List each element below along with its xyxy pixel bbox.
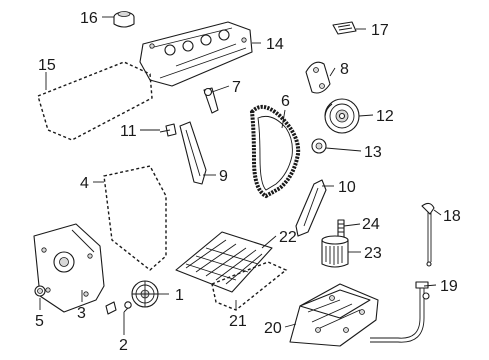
timing-cover <box>33 223 105 313</box>
crank-seal <box>34 285 46 297</box>
callout-24: 24 <box>362 216 380 233</box>
crankshaft-pulley <box>131 280 159 308</box>
callout-3: 3 <box>77 305 86 322</box>
callout-10: 10 <box>338 179 356 196</box>
callout-2: 2 <box>119 337 128 354</box>
callout-11: 11 <box>120 123 137 140</box>
pulley-bolt <box>105 301 132 315</box>
oil-pan <box>289 283 379 347</box>
callout-5: 5 <box>35 313 44 330</box>
callout-14: 14 <box>266 36 284 53</box>
oil-filler-cap <box>113 11 135 28</box>
chain-tensioner <box>203 87 219 114</box>
callout-1: 1 <box>175 287 184 304</box>
callout-8: 8 <box>340 61 349 78</box>
callout-22: 22 <box>279 229 297 246</box>
callout-19: 19 <box>440 278 458 295</box>
cam-sprocket <box>324 98 360 134</box>
oil-dipstick <box>421 202 435 267</box>
callout-20: 20 <box>264 320 282 337</box>
leader-lines <box>39 16 442 335</box>
timing-chain <box>249 104 301 199</box>
valve-cover-gasket <box>37 61 153 141</box>
windage-tray <box>175 231 273 293</box>
callout-17: 17 <box>371 22 389 39</box>
oil-filter <box>321 235 349 268</box>
callout-23: 23 <box>364 245 382 262</box>
callout-4: 4 <box>80 175 89 192</box>
chain-guide-left <box>179 121 207 185</box>
callout-13: 13 <box>364 144 382 161</box>
callout-labels: 16 14 17 15 7 8 6 12 11 13 9 10 4 24 18 … <box>35 10 461 354</box>
callout-6: 6 <box>281 93 290 110</box>
callout-7: 7 <box>232 79 241 96</box>
oil-pan-gasket <box>211 261 288 311</box>
chain-guide-right <box>295 179 327 237</box>
callout-9: 9 <box>219 168 228 185</box>
callout-16: 16 <box>80 10 98 27</box>
oil-pan-bolt <box>337 219 345 239</box>
bolt-11 <box>159 123 177 137</box>
upper-chain-guide <box>305 61 331 94</box>
callout-21: 21 <box>229 313 247 330</box>
callout-12: 12 <box>376 108 394 125</box>
callout-15: 15 <box>38 57 56 74</box>
dipstick-tube <box>370 281 430 343</box>
emission-label <box>332 21 357 35</box>
crank-sprocket <box>311 138 327 154</box>
callout-18: 18 <box>443 208 461 225</box>
valve-cover <box>139 21 253 87</box>
front-cover-gasket <box>103 165 167 271</box>
